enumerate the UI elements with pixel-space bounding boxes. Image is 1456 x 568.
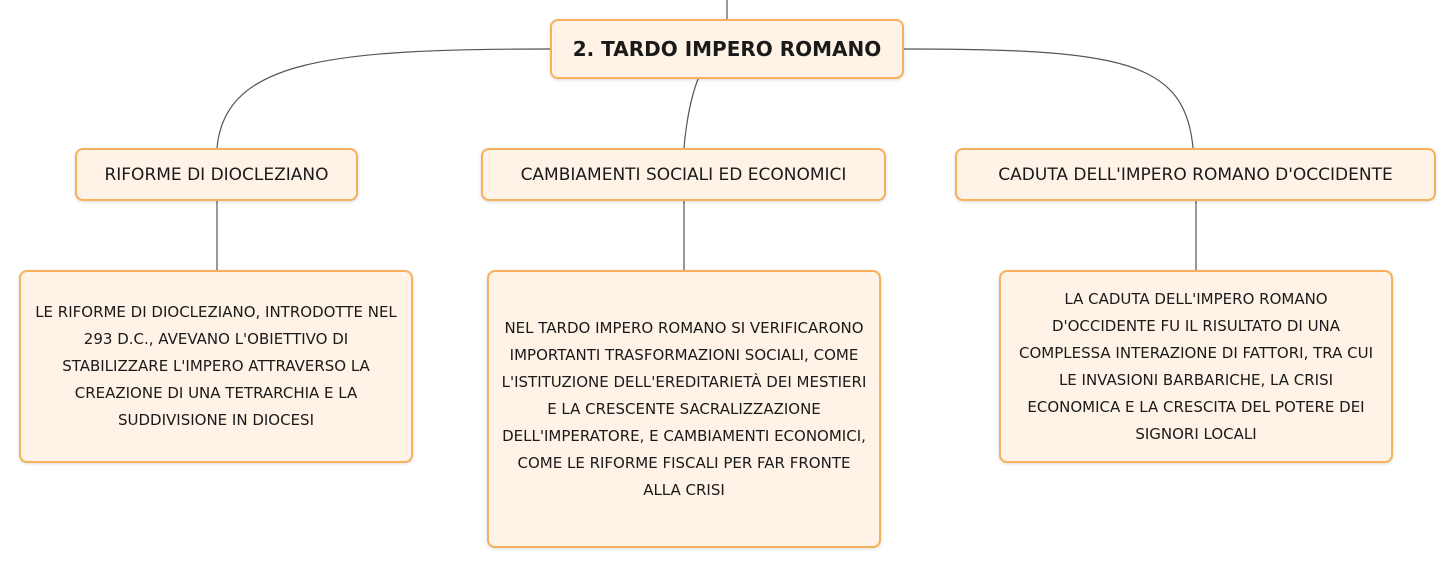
connector-root-topic-3 [903, 48, 1194, 149]
detail-text: NEL TARDO IMPERO ROMANO SI VERIFICARONO … [501, 318, 867, 499]
topic-label: RIFORME DI DIOCLEZIANO [104, 164, 329, 185]
topic-node-riforme[interactable]: RIFORME DI DIOCLEZIANO [75, 148, 358, 201]
topic-label: CAMBIAMENTI SOCIALI ED ECONOMICI [520, 164, 847, 185]
root-node[interactable]: 2. TARDO IMPERO ROMANO [550, 19, 904, 79]
connector-root-topic-2 [683, 78, 699, 149]
topic-node-cambiamenti[interactable]: CAMBIAMENTI SOCIALI ED ECONOMICI [481, 148, 886, 201]
topic-node-caduta[interactable]: CADUTA DELL'IMPERO ROMANO D'OCCIDENTE [955, 148, 1436, 201]
topic-label: CADUTA DELL'IMPERO ROMANO D'OCCIDENTE [998, 164, 1393, 185]
connector-root-topic-1 [216, 48, 551, 149]
detail-node-cambiamenti[interactable]: NEL TARDO IMPERO ROMANO SI VERIFICARONO … [487, 270, 881, 548]
detail-node-riforme[interactable]: LE RIFORME DI DIOCLEZIANO, INTRODOTTE NE… [19, 270, 413, 463]
detail-node-caduta[interactable]: LA CADUTA DELL'IMPERO ROMANO D'OCCIDENTE… [999, 270, 1393, 463]
detail-text: LE RIFORME DI DIOCLEZIANO, INTRODOTTE NE… [35, 303, 397, 429]
detail-text: LA CADUTA DELL'IMPERO ROMANO D'OCCIDENTE… [1018, 289, 1373, 443]
root-title: 2. TARDO IMPERO ROMANO [572, 37, 882, 61]
